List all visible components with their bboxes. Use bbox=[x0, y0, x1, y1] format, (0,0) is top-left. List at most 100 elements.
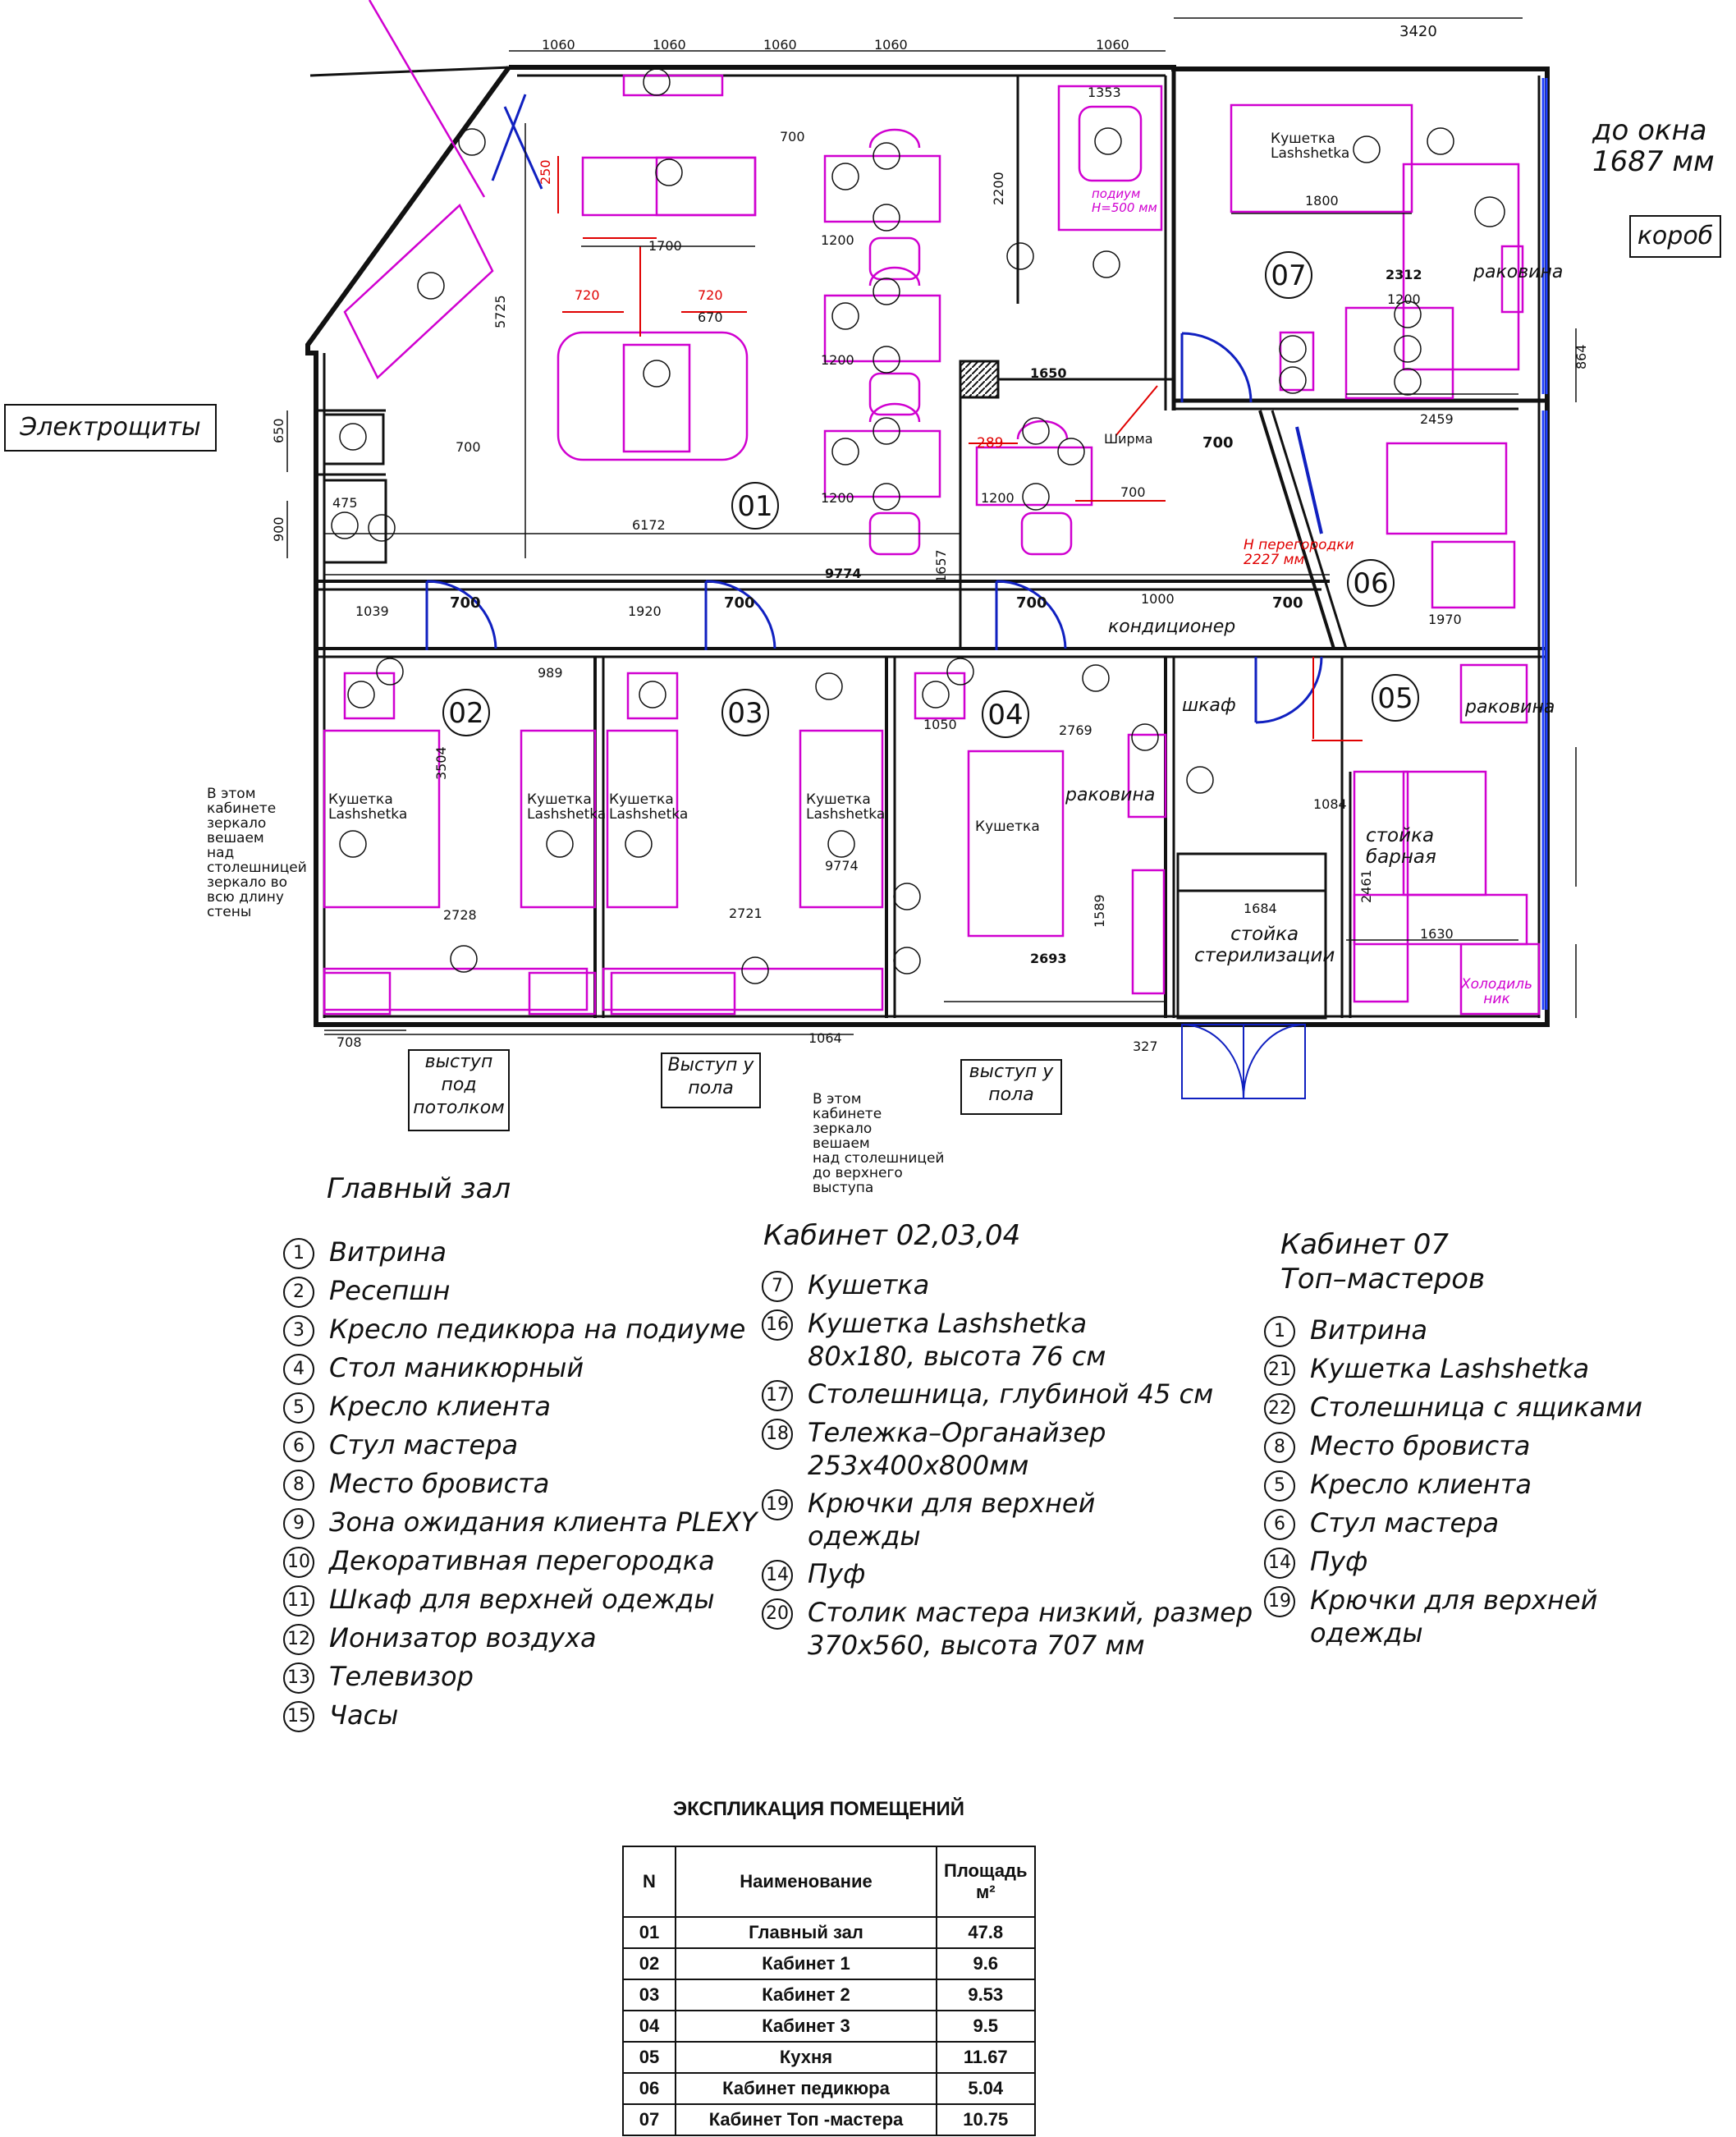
peregorodka-label: Н перегородки 2227 мм bbox=[1244, 537, 1354, 568]
mirror-note-1: В этом кабинете зеркало вешаем над столе… bbox=[207, 786, 307, 920]
legend-text: Ионизатор воздуха bbox=[329, 1622, 597, 1653]
legend-item: 5 Кресло клиента bbox=[283, 1390, 757, 1424]
dim-1200: 1200 bbox=[1387, 291, 1421, 307]
dim-5725: 5725 bbox=[492, 295, 508, 328]
dim-700d: 700 bbox=[450, 594, 481, 612]
dim-top-total: 3420 bbox=[1399, 23, 1437, 40]
dim-1353: 1353 bbox=[1088, 85, 1121, 100]
legend-number: 2 bbox=[283, 1277, 314, 1308]
legend-text: Кресло клиента bbox=[329, 1391, 551, 1422]
cell-area: 47.8 bbox=[936, 1916, 1036, 1949]
cell-name: Кухня bbox=[675, 2041, 937, 2074]
dim-top-3: 1060 bbox=[763, 37, 797, 53]
podium-label: подиум Н=500 мм bbox=[1092, 186, 1157, 215]
dim-2693: 2693 bbox=[1030, 951, 1067, 966]
legend-text: Кресло педикюра на подиуме bbox=[329, 1314, 746, 1345]
cell-n: 06 bbox=[622, 2072, 676, 2105]
dim-1700: 1700 bbox=[648, 238, 682, 254]
vystup-potolok-label: выступ под потолком bbox=[408, 1049, 510, 1131]
dim-9774b: 9774 bbox=[825, 566, 862, 581]
label-rakovina-04: раковина bbox=[1065, 785, 1155, 805]
kushetka-03a-label: Кушетка Lashshetka bbox=[609, 791, 689, 823]
legend-number: 13 bbox=[283, 1662, 314, 1694]
legend-cab-title: Кабинет 02,03,04 bbox=[763, 1219, 1021, 1252]
dim-327: 327 bbox=[1133, 1039, 1158, 1054]
dim-2769: 2769 bbox=[1059, 722, 1092, 738]
plan-text: 3420 1060 1060 1060 1060 1060 9774 9774 … bbox=[271, 23, 1589, 1054]
legend-number: 12 bbox=[283, 1624, 314, 1655]
legend-number: 5 bbox=[283, 1392, 314, 1424]
legend-number: 5 bbox=[1264, 1470, 1295, 1502]
legend-number: 14 bbox=[762, 1560, 793, 1591]
legend-text: Кресло клиента bbox=[1310, 1469, 1532, 1500]
doors bbox=[425, 94, 1323, 724]
legend-number: 9 bbox=[283, 1508, 314, 1539]
dim-989: 989 bbox=[538, 665, 563, 681]
room-01: 01 bbox=[737, 490, 772, 523]
legend-text: Пуф bbox=[808, 1558, 866, 1589]
legend-number: 8 bbox=[283, 1470, 314, 1501]
header-area: Площадь м² bbox=[936, 1846, 1036, 1918]
vystup-pola-2-label: выступ у пола bbox=[960, 1059, 1062, 1115]
legend-item: 9 Зона ожидания клиента PLEXY bbox=[283, 1506, 757, 1539]
legend-text: Тележка–Органайзер 253х400х800мм bbox=[808, 1417, 1106, 1481]
legend-text: Кушетка Lashshetka 80х180, высота 76 см bbox=[808, 1308, 1106, 1372]
legend-text: Место бровиста bbox=[1310, 1430, 1531, 1461]
legend-top-title: Кабинет 07 Топ–мастеров bbox=[1280, 1228, 1486, 1295]
legend-text: Крючки для верхней одежды bbox=[808, 1488, 1096, 1552]
legend-number: 1 bbox=[283, 1238, 314, 1269]
dim-720b: 720 bbox=[698, 287, 723, 303]
dim-2721: 2721 bbox=[729, 906, 763, 921]
legend-text: Стул мастера bbox=[1310, 1507, 1500, 1539]
legend-main-title: Главный зал bbox=[327, 1172, 511, 1205]
explication-title: ЭКСПЛИКАЦИЯ ПОМЕЩЕНИЙ bbox=[673, 1798, 964, 1820]
dim-1200d: 1200 bbox=[981, 490, 1015, 506]
dim-1200b: 1200 bbox=[821, 352, 854, 368]
dim-1684: 1684 bbox=[1244, 901, 1277, 916]
dim-1039: 1039 bbox=[355, 603, 389, 619]
dim-top-2: 1060 bbox=[653, 37, 686, 53]
stoika-barnaya-label: стойка барная bbox=[1366, 825, 1436, 868]
header-n: N bbox=[622, 1846, 676, 1918]
dim-864: 864 bbox=[1573, 344, 1589, 369]
dim-1630: 1630 bbox=[1420, 926, 1454, 942]
legend-text: Столик мастера низкий, размер 370х560, в… bbox=[808, 1597, 1253, 1661]
legend-item: 14 Пуф bbox=[762, 1557, 1253, 1591]
legend-number: 3 bbox=[283, 1315, 314, 1346]
dim-289: 289 bbox=[977, 435, 1003, 452]
dim-700h: 700 bbox=[1202, 434, 1234, 452]
red-dims bbox=[557, 156, 1363, 741]
dim-700e: 700 bbox=[724, 594, 755, 612]
legend-number: 22 bbox=[1264, 1393, 1295, 1424]
dim-1657: 1657 bbox=[933, 549, 949, 583]
cell-area: 11.67 bbox=[936, 2041, 1036, 2074]
dim-1200c: 1200 bbox=[821, 490, 854, 506]
legend-text: Зона ожидания клиента PLEXY bbox=[329, 1506, 758, 1538]
legend-number: 15 bbox=[283, 1701, 314, 1732]
legend-text: Витрина bbox=[329, 1236, 447, 1268]
label-rakovina-07: раковина bbox=[1473, 262, 1563, 282]
dim-1970: 1970 bbox=[1428, 612, 1462, 627]
legend-item: 12 Ионизатор воздуха bbox=[283, 1621, 757, 1655]
legend-number: 4 bbox=[283, 1354, 314, 1385]
label-konditsioner: кондиционер bbox=[1108, 617, 1235, 637]
dim-2461: 2461 bbox=[1358, 869, 1374, 903]
entrance bbox=[1181, 1024, 1306, 1099]
dim-900: 900 bbox=[271, 516, 286, 542]
dim-2312: 2312 bbox=[1386, 267, 1422, 282]
